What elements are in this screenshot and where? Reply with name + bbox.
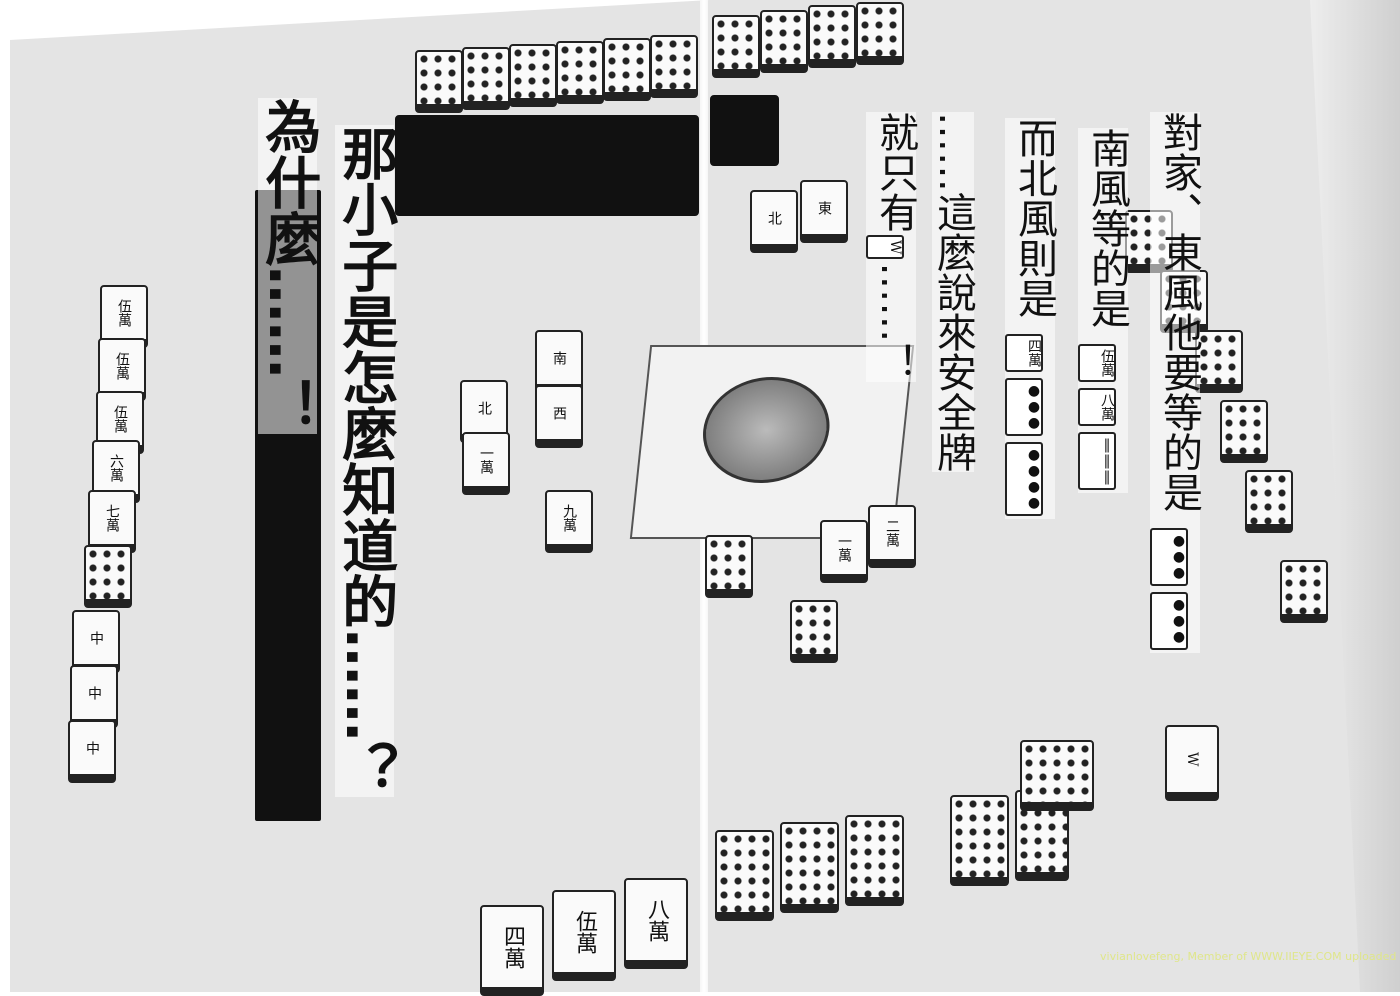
tile (950, 795, 1009, 886)
inline-tile: 八萬 (1078, 387, 1116, 426)
tile: 七萬 (88, 490, 136, 553)
tile: 中 (72, 610, 120, 673)
inline-tile: ●●● (1150, 527, 1188, 586)
inline-tile: 伍萬 (1078, 343, 1116, 382)
tile-wall-back (710, 95, 779, 166)
dialogue-text: 南風等的是 (1084, 128, 1130, 328)
inline-tile: ●●● (1005, 377, 1043, 436)
tile (1020, 740, 1094, 811)
tile (462, 47, 510, 110)
dialogue-pei: 而北風則是 四萬●●●●●●● (1005, 118, 1057, 519)
dialogue-why: 為什麼……！ (255, 98, 321, 434)
tile: 東 (800, 180, 848, 243)
dialogue-text: ……！ (872, 262, 918, 383)
watermark: vivianlovefeng, Member of WWW.IIEYE.COM … (1100, 950, 1397, 963)
tile (603, 38, 651, 101)
inline-tile: ●●● (1150, 591, 1188, 650)
inline-tile: 四萬 (1005, 333, 1043, 372)
tile: 一萬 (462, 432, 510, 495)
tile (1220, 400, 1268, 463)
tile (556, 41, 604, 104)
inline-tile: W (866, 235, 904, 260)
tile (1195, 330, 1243, 393)
tile (509, 44, 557, 107)
tile: 中 (68, 720, 116, 783)
dialogue-safe: ……這麼說來安全牌 (930, 112, 976, 472)
tile: 四萬 (480, 905, 544, 996)
tile (415, 50, 463, 113)
tile: 中 (70, 665, 118, 728)
tile (1280, 560, 1328, 623)
tile (780, 822, 839, 913)
dialogue-text: 對家、東風他要等的是 (1156, 112, 1202, 512)
tile (760, 10, 808, 73)
tile: W (1165, 725, 1219, 801)
dialogue-text: 而北風則是 (1011, 118, 1057, 318)
tile (856, 2, 904, 65)
tile (84, 545, 132, 608)
tile: 一萬 (820, 520, 868, 583)
tile: 西 (535, 385, 583, 448)
tile: 北 (750, 190, 798, 253)
tile: 南 (535, 330, 583, 393)
tile: 八萬 (624, 878, 688, 969)
tile: 九萬 (545, 490, 593, 553)
dialogue-toimen: 對家、東風他要等的是 ●●● ●●● (1150, 112, 1202, 653)
tile (808, 5, 856, 68)
tile (1245, 470, 1293, 533)
tile (845, 815, 904, 906)
dialogue-how: 那小子是怎麼知道的……？ (332, 125, 398, 797)
tile: 伍萬 (552, 890, 616, 981)
tile: 二萬 (868, 505, 916, 568)
dialogue-nan: 南風等的是 伍萬八萬 ‖‖‖ (1078, 128, 1130, 493)
dialogue-text: 就只有 (872, 112, 918, 232)
dialogue-only: 就只有 W……！ (866, 112, 918, 383)
tile (705, 535, 753, 598)
inline-tile: ●●●● (1005, 441, 1043, 516)
tile (790, 600, 838, 663)
tile (715, 830, 774, 921)
tile (650, 35, 698, 98)
inline-tile: ‖‖‖ (1078, 431, 1116, 490)
tile (712, 15, 760, 78)
tile-wall-back (395, 115, 699, 216)
dice-well (697, 377, 835, 483)
